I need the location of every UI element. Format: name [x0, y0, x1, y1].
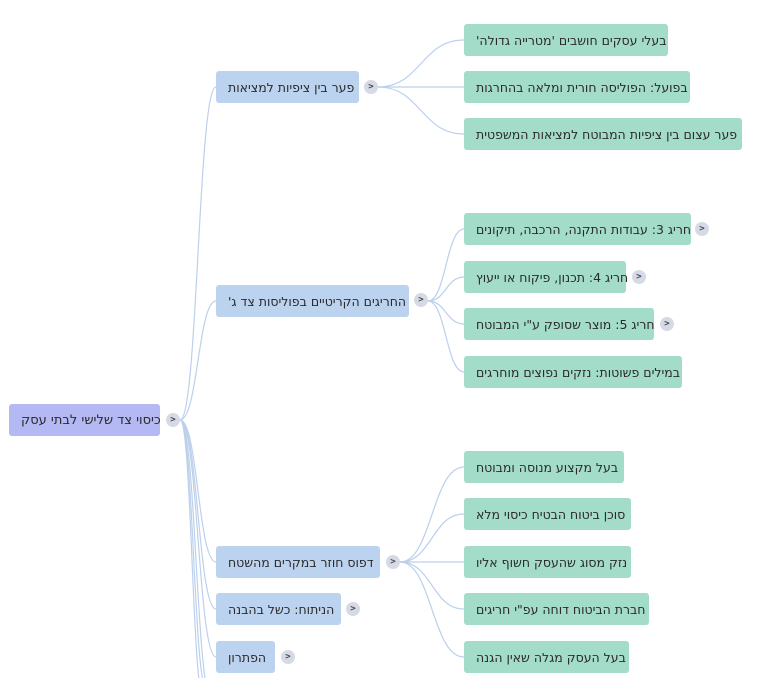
leaf-label: בעל מקצוע מנוסה ומבוטח: [476, 459, 619, 475]
connector: [179, 419, 200, 678]
connector: [179, 419, 217, 658]
branch-recurring-pattern[interactable]: דפוס חוזר במקרים מהשטח: [216, 546, 380, 578]
connector: [377, 86, 465, 135]
branch-label: הניתוח: כשל בהבנה: [228, 601, 335, 617]
branch-collapse-toggle[interactable]: >: [364, 80, 378, 94]
leaf-label: במילים פשוטות: נזקים נפוצים מוחרגים: [476, 364, 680, 380]
connector: [377, 39, 465, 88]
branch-collapse-toggle[interactable]: >: [414, 293, 428, 307]
leaf-label: בעל העסק מגלה שאין הגנה: [476, 649, 626, 665]
leaf-label: בעלי עסקים חושבים 'מטרייה גדולה': [476, 32, 667, 48]
branch-label: הפתרון: [228, 649, 267, 665]
branch-critical-exclusions[interactable]: החריגים הקריטיים בפוליסות צד ג': [216, 285, 409, 317]
branch-label: החריגים הקריטיים בפוליסות צד ג': [228, 293, 407, 309]
branch-collapse-toggle[interactable]: >: [386, 555, 400, 569]
leaf-node[interactable]: חריג 4: תכנון, פיקוח או ייעוץ: [464, 261, 629, 293]
leaf-node[interactable]: חריג 5: מוצר שסופק ע"י המבוטח: [464, 308, 655, 340]
leaf-node[interactable]: סוכן ביטוח הבטיח כיסוי מלא: [464, 498, 631, 530]
connector: [179, 419, 204, 678]
leaf-label: פער עצום בין ציפיות המבוטח למציאות המשפט…: [476, 126, 738, 142]
branch-expectations-gap[interactable]: פער בין ציפיות למציאות: [216, 71, 359, 103]
branch-label: דפוס חוזר במקרים מהשטח: [228, 554, 374, 570]
connector: [399, 561, 465, 658]
leaf-node[interactable]: חריג 3: עבודות התקנה, הרכבה, תיקונים: [464, 213, 691, 245]
root-collapse-toggle[interactable]: >: [166, 413, 180, 427]
leaf-node[interactable]: בעל העסק מגלה שאין הגנה: [464, 641, 629, 673]
branch-expand-toggle[interactable]: >: [281, 650, 295, 664]
root-label: כיסוי צד שלישי לבתי עסק: [21, 412, 161, 428]
leaf-node[interactable]: בעלי עסקים חושבים 'מטרייה גדולה': [464, 24, 668, 56]
leaf-label: סוכן ביטוח הבטיח כיסוי מלא: [476, 506, 626, 522]
leaf-label: נזק מסוג שהעסק חשוף אליו: [476, 554, 628, 570]
leaf-expand-toggle[interactable]: >: [695, 222, 709, 236]
branch-expand-toggle[interactable]: >: [346, 602, 360, 616]
root-node[interactable]: כיסוי צד שלישי לבתי עסק: [9, 404, 161, 436]
leaf-node[interactable]: נזק מסוג שהעסק חשוף אליו: [464, 546, 631, 578]
connector: [427, 300, 465, 325]
connector: [427, 276, 465, 302]
connector: [399, 513, 465, 563]
connector: [179, 419, 206, 678]
leaf-label: חריג 3: עבודות התקנה, הרכבה, תיקונים: [476, 221, 692, 237]
leaf-label: חברת הביטוח דוחה עפ"י חריגים: [476, 601, 646, 617]
branch-solution[interactable]: הפתרון: [216, 641, 275, 673]
connector: [427, 300, 465, 373]
leaf-expand-toggle[interactable]: >: [632, 270, 646, 284]
leaf-node[interactable]: במילים פשוטות: נזקים נפוצים מוחרגים: [464, 356, 682, 388]
leaf-node[interactable]: פער עצום בין ציפיות המבוטח למציאות המשפט…: [464, 118, 742, 150]
leaf-label: בפועל: הפוליסה חורית ומלאה בהחרגות: [476, 79, 688, 95]
leaf-label: חריג 4: תכנון, פיקוח או ייעוץ: [476, 269, 629, 285]
leaf-node[interactable]: בעל מקצוע מנוסה ומבוטח: [464, 451, 624, 483]
connector: [427, 228, 465, 302]
branch-label: פער בין ציפיות למציאות: [228, 79, 355, 95]
connector: [399, 466, 465, 563]
branch-analysis[interactable]: הניתוח: כשל בהבנה: [216, 593, 341, 625]
connector: [179, 300, 217, 421]
connector: [179, 86, 217, 421]
leaf-label: חריג 5: מוצר שסופק ע"י המבוטח: [476, 316, 655, 332]
leaf-expand-toggle[interactable]: >: [660, 317, 674, 331]
connector: [399, 561, 465, 610]
leaf-node[interactable]: חברת הביטוח דוחה עפ"י חריגים: [464, 593, 649, 625]
leaf-node[interactable]: בפועל: הפוליסה חורית ומלאה בהחרגות: [464, 71, 690, 103]
